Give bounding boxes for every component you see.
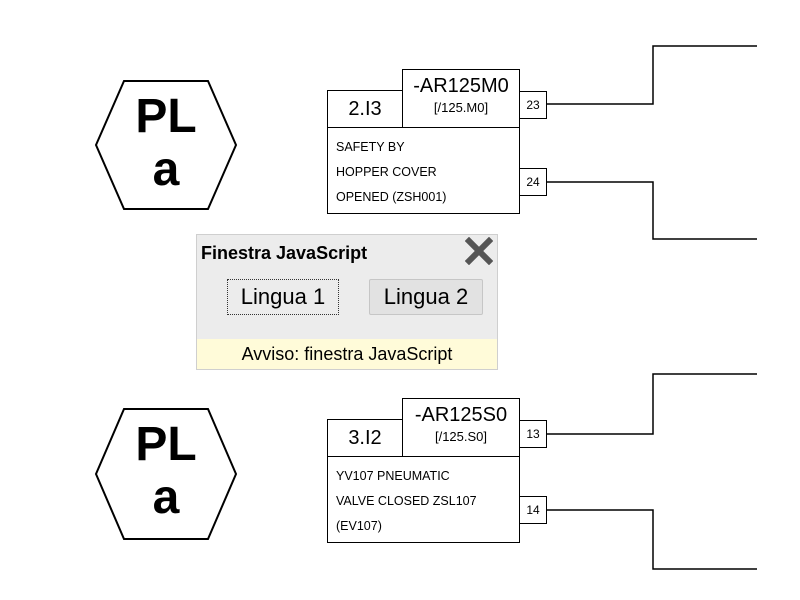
contact-tag: -AR125S0 <box>414 404 508 426</box>
pl-hexagon-2 <box>94 408 238 540</box>
wire-24 <box>547 181 757 240</box>
close-icon[interactable] <box>465 237 493 265</box>
contact-ref: [/125.S0] <box>434 429 488 444</box>
contact-tag: -AR125M0 <box>413 75 509 97</box>
description-line: SAFETY BY <box>336 140 405 154</box>
wire-13 <box>547 373 757 435</box>
wire-14 <box>547 509 757 570</box>
contact-tag-box: -AR125M0 [/125.M0] <box>402 69 520 128</box>
pl-line1: PL <box>135 90 197 143</box>
pl-line2: a <box>152 143 180 196</box>
contact-address: 3.I2 <box>327 419 403 457</box>
contact-ref: [/125.M0] <box>433 100 489 115</box>
wire-23 <box>547 45 757 105</box>
contact-tag-box: -AR125S0 [/125.S0] <box>402 398 520 457</box>
lingua-1-button[interactable]: Lingua 1 <box>227 279 339 315</box>
contact-description: SAFETY BY HOPPER COVER OPENED (ZSH001) <box>327 127 520 214</box>
terminal-top: 13 <box>519 420 547 448</box>
terminal-top: 23 <box>519 91 547 119</box>
dialog-title: Finestra JavaScript <box>201 243 368 263</box>
contact-address: 2.I3 <box>327 90 403 128</box>
lingua-2-button[interactable]: Lingua 2 <box>369 279 483 315</box>
terminal-bottom: 24 <box>519 168 547 196</box>
javascript-dialog: Finestra JavaScript Lingua 1 Lingua 2 Av… <box>196 234 498 370</box>
description-line: YV107 PNEUMATIC <box>336 469 450 483</box>
terminal-bottom: 14 <box>519 496 547 524</box>
description-line: (EV107) <box>336 519 382 533</box>
contact-description: YV107 PNEUMATIC VALVE CLOSED ZSL107 (EV1… <box>327 456 520 543</box>
dialog-footer-notice: Avviso: finestra JavaScript <box>197 339 497 369</box>
pl-label-1: PL a <box>116 92 216 198</box>
description-line: HOPPER COVER <box>336 165 437 179</box>
pl-line1: PL <box>135 418 197 471</box>
description-line: VALVE CLOSED ZSL107 <box>336 494 477 508</box>
pl-line2: a <box>152 471 180 524</box>
pl-label-2: PL a <box>116 420 216 526</box>
pl-hexagon-1 <box>94 80 238 210</box>
description-line: OPENED (ZSH001) <box>336 190 447 204</box>
